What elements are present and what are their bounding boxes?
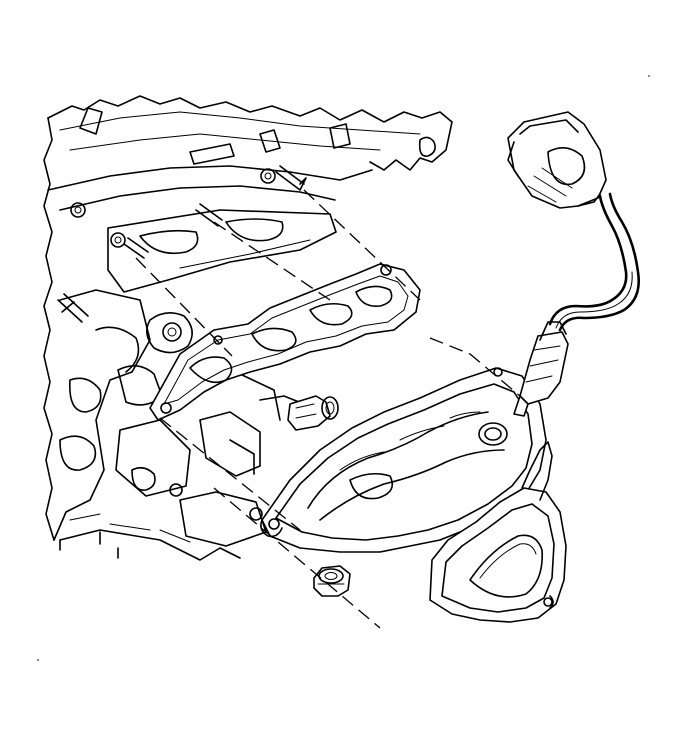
- exhaust-manifold: [260, 367, 567, 623]
- oxygen-sensor: [507, 111, 640, 417]
- exhaust-manifold-gasket: [149, 263, 421, 421]
- manifold-stud: [287, 395, 339, 431]
- alignment-lines: [135, 189, 521, 629]
- manifold-nut: [313, 565, 351, 597]
